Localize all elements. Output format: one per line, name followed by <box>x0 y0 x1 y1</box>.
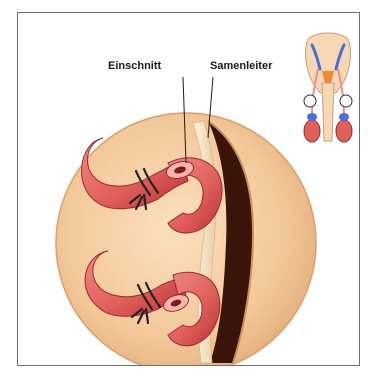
diagram-frame: Einschnitt Samenleiter <box>17 12 360 366</box>
vasectomy-illustration: Einschnitt Samenleiter <box>18 13 360 366</box>
incision-label: Einschnitt <box>108 60 162 72</box>
male-reproductive-anatomy-icon <box>304 33 352 142</box>
vas-deferens-label: Samenleiter <box>210 60 273 72</box>
